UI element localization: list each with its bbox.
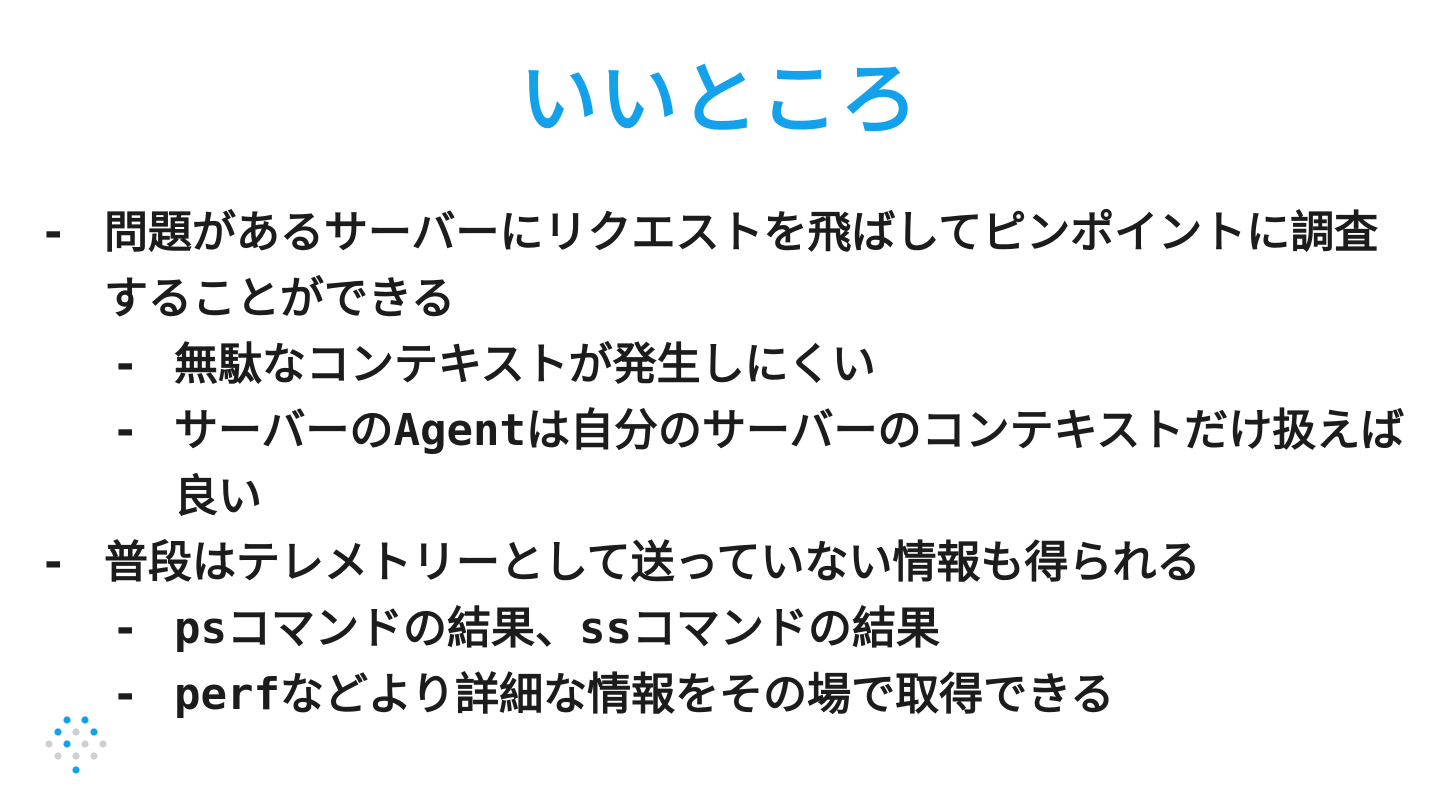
bullet-text: 普段はテレメトリーとして送っていない情報も得られる bbox=[104, 537, 1201, 588]
code-text: ps bbox=[174, 603, 227, 654]
code-text: Agent bbox=[393, 405, 527, 456]
sub-bullet-item: - perfなどより詳細な情報をその場で取得できる bbox=[110, 662, 1418, 728]
bullet-list: - 問題があるサーバーにリクエストを飛ばしてピンポイントに調査することができる … bbox=[38, 200, 1418, 728]
bullet-text: 問題があるサーバーにリクエストを飛ばしてピンポイントに調査することができる bbox=[104, 207, 1379, 324]
bullet-text: コマンドの結果 bbox=[631, 603, 940, 654]
bullet-item: - 普段はテレメトリーとして送っていない情報も得られる bbox=[38, 530, 1418, 596]
bullet-dash: - bbox=[112, 603, 139, 654]
logo-dots bbox=[45, 716, 107, 774]
bullet-dash: - bbox=[40, 537, 67, 588]
code-text: perf bbox=[174, 669, 280, 720]
slide-title: いいところ bbox=[519, 55, 920, 145]
sub-bullet-item: - 無駄なコンテキストが発生しにくい bbox=[110, 332, 1418, 398]
bullet-text: コマンドの結果、 bbox=[226, 603, 579, 654]
bullet-text: などより詳細な情報をその場で取得できる bbox=[279, 669, 1115, 720]
dotted-logo-icon bbox=[45, 716, 107, 774]
code-text: ss bbox=[578, 603, 632, 654]
bullet-dash: - bbox=[112, 405, 139, 456]
sub-bullet-item: - psコマンドの結果、ssコマンドの結果 bbox=[110, 596, 1418, 662]
bullet-dash: - bbox=[112, 339, 139, 390]
bullet-text: 無駄なコンテキストが発生しにくい bbox=[174, 339, 876, 390]
bullet-item: - 問題があるサーバーにリクエストを飛ばしてピンポイントに調査することができる bbox=[38, 200, 1418, 332]
bullet-text: は自分のサーバーのコンテキストだけ扱えば良い bbox=[174, 405, 1405, 522]
bullet-dash: - bbox=[40, 207, 67, 258]
bullet-dash: - bbox=[112, 669, 139, 720]
bullet-text: サーバーの bbox=[174, 405, 394, 456]
sub-bullet-item: - サーバーのAgentは自分のサーバーのコンテキストだけ扱えば良い bbox=[110, 398, 1418, 530]
